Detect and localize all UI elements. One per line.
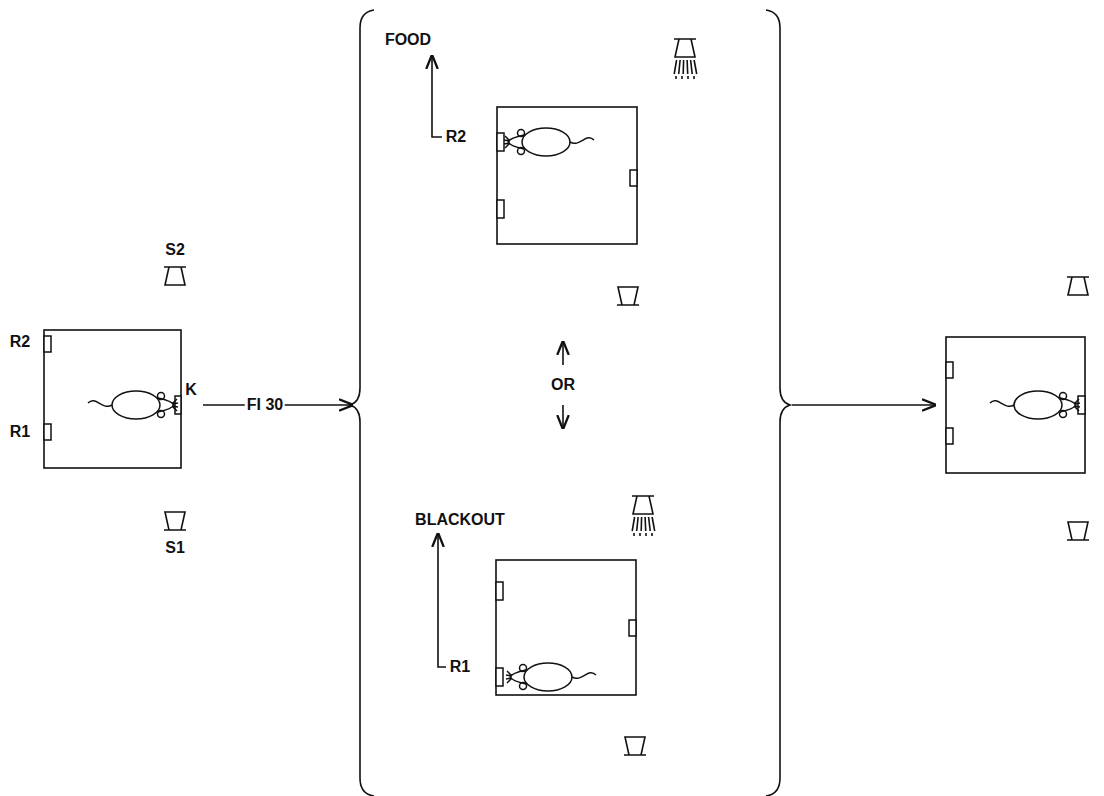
drawing-part: [562, 342, 564, 365]
light-ray: [651, 533, 653, 536]
lever: [496, 582, 503, 600]
light-s1: [1067, 522, 1089, 540]
drawing-part: [432, 56, 442, 137]
rat-tail: [88, 401, 112, 407]
light-ray: [637, 517, 638, 531]
lever: [946, 362, 953, 378]
light-ray: [632, 517, 634, 531]
lever: [496, 668, 503, 686]
label: FI 30: [245, 396, 285, 414]
drawing-part: [624, 737, 646, 755]
rat: [990, 391, 1080, 419]
light-ray: [681, 76, 683, 79]
label: R1: [448, 658, 472, 676]
rat-body: [524, 663, 572, 691]
rat: [88, 391, 178, 419]
light-ray: [687, 76, 689, 79]
rat-ear: [518, 148, 525, 155]
lever: [629, 620, 636, 636]
rat-ear: [1060, 393, 1067, 400]
label: R2: [8, 333, 32, 351]
light-s2: [1067, 277, 1089, 295]
drawing-part: [438, 534, 446, 667]
rat-whiskers: [506, 671, 512, 683]
rat-whiskers: [1074, 399, 1080, 411]
lever: [1078, 396, 1085, 414]
lever: [175, 396, 181, 414]
lever: [44, 336, 51, 352]
drawing-part: [44, 10, 1085, 796]
drawing-part: [562, 405, 564, 428]
light-ray: [640, 517, 642, 531]
label: R2: [444, 128, 468, 146]
light-s2: [632, 496, 655, 536]
light-ray: [691, 60, 693, 74]
drawing-part: [632, 496, 654, 514]
light-s2: [164, 267, 186, 285]
drawing-part: [617, 287, 639, 305]
light-ray: [649, 517, 651, 531]
drawing-part: [164, 512, 186, 530]
label: S2: [163, 241, 187, 259]
label: K: [183, 381, 199, 399]
light-ray: [679, 60, 680, 74]
light-ray: [645, 533, 647, 536]
label: S1: [163, 539, 187, 557]
light-ray: [639, 533, 641, 536]
lever: [946, 428, 953, 444]
drawing-part: [946, 337, 1085, 473]
light-ray: [652, 517, 655, 531]
light-ray: [682, 60, 684, 74]
drawing-part: [792, 404, 935, 406]
light-ray: [644, 517, 646, 531]
rat-tail: [990, 401, 1014, 407]
light-ray: [693, 76, 695, 79]
rat: [506, 663, 596, 691]
light-s2: [674, 39, 697, 79]
lever: [497, 133, 504, 151]
light-ray: [633, 533, 635, 536]
drawing-part: [1067, 522, 1089, 540]
light-s1: [617, 287, 639, 305]
drawing-part: [496, 560, 636, 695]
light-s1: [624, 737, 646, 755]
drawing-part: [44, 39, 1089, 755]
rat-ear: [1060, 411, 1067, 418]
drawing-part: [766, 10, 790, 796]
rat-whiskers: [172, 399, 178, 411]
drawing-part: [497, 107, 637, 244]
lever: [630, 170, 637, 186]
light-ray: [694, 60, 697, 74]
light-ray: [674, 60, 676, 74]
drawing-part: [674, 39, 696, 57]
light-s1: [164, 512, 186, 530]
drawing-part: [350, 10, 374, 796]
label: R1: [8, 423, 32, 441]
rat-body: [522, 128, 570, 156]
drawing-part: [1067, 277, 1089, 295]
label: BLACKOUT: [413, 511, 507, 529]
label: FOOD: [383, 31, 433, 49]
rat-ear: [520, 683, 527, 690]
label: OR: [549, 376, 577, 394]
rat-ear: [158, 411, 165, 418]
rat-ear: [518, 130, 525, 137]
lever: [497, 200, 504, 218]
rat-tail: [570, 138, 594, 144]
rat-whiskers: [504, 136, 510, 148]
light-ray: [675, 76, 677, 79]
drawing-part: [44, 330, 181, 468]
lever: [44, 424, 51, 440]
rat-ear: [158, 393, 165, 400]
drawing-part: [164, 267, 186, 285]
rat-body: [1014, 391, 1062, 419]
rat-body: [112, 391, 160, 419]
light-ray: [686, 60, 688, 74]
rat-tail: [572, 673, 596, 679]
rat: [504, 128, 594, 156]
rat-ear: [520, 665, 527, 672]
